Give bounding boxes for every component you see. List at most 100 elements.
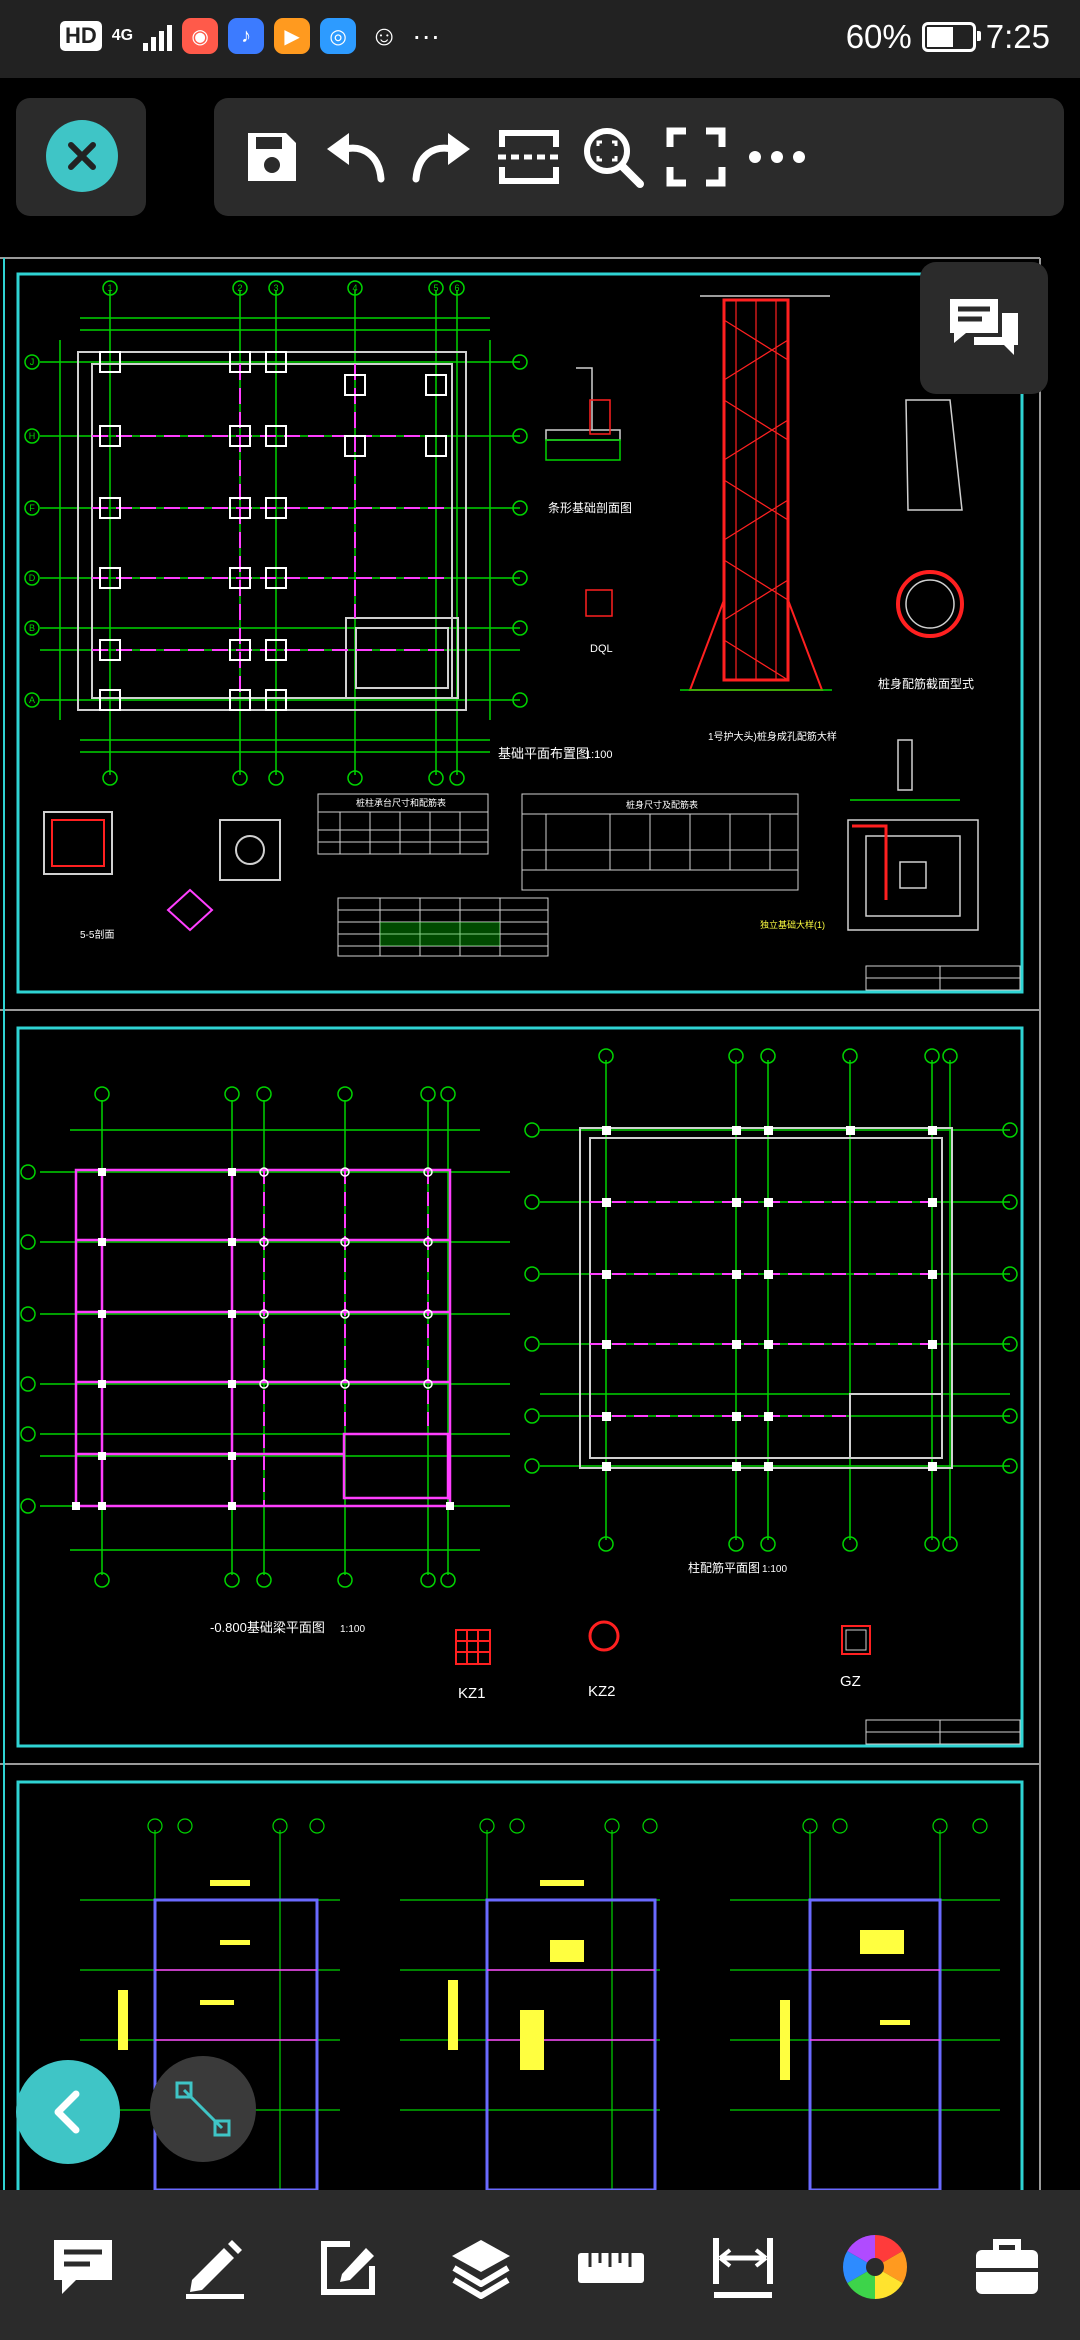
clock: 7:25 — [985, 18, 1050, 55]
status-right: 60% 7:25 — [846, 18, 1050, 56]
edit-tool-button[interactable] — [314, 2232, 384, 2302]
svg-text:J: J — [30, 357, 35, 367]
undo-button[interactable] — [322, 124, 388, 190]
column-plan — [524, 1048, 1018, 1552]
crop-area-icon — [498, 130, 560, 184]
browser-app-icon: ◎ — [320, 18, 357, 54]
edit-note-icon — [321, 2241, 375, 2295]
foundation-plan-title: 基础平面布置图 — [498, 746, 589, 761]
column-plan-title: 柱配筋平面图 — [688, 1560, 760, 1575]
top-toolbar — [214, 98, 1064, 216]
layers-icon — [452, 2240, 510, 2299]
pile-body-table — [521, 793, 799, 891]
svg-text:F: F — [29, 503, 35, 513]
pile-body-table-title: 桩身尺寸及配筋表 — [626, 799, 698, 810]
dimension-tool-button[interactable] — [708, 2232, 778, 2302]
measure-distance-button[interactable] — [150, 2056, 256, 2162]
layers-tool-button[interactable] — [446, 2232, 516, 2302]
fullscreen-icon — [666, 127, 726, 187]
comment-icon — [54, 2240, 112, 2294]
close-button[interactable] — [46, 120, 118, 192]
chevron-left-icon — [54, 2090, 80, 2134]
svg-text:5: 5 — [433, 283, 438, 293]
more-notifications-icon: ··· — [412, 20, 441, 51]
gz-detail — [841, 1625, 871, 1655]
pile-section-circle — [896, 570, 964, 638]
color-wheel-icon — [843, 2235, 907, 2299]
more-button[interactable] — [744, 124, 810, 190]
column-plan-scale: 1:100 — [762, 1564, 787, 1575]
video-app-icon: ▶ — [274, 18, 311, 54]
close-container — [16, 98, 146, 216]
cad-drawing: 123 456 JHF DBA 基础平面布置图 1:100 条形基础剖面图 DQ… — [0, 257, 1041, 2190]
section-5-5 — [43, 811, 281, 932]
music-app-icon: ♪ — [228, 18, 265, 54]
chat-bubbles-icon — [950, 299, 1018, 355]
battery-percent: 60% — [845, 18, 912, 55]
svg-text:3: 3 — [273, 283, 278, 293]
signal-icon — [143, 21, 173, 51]
measure-line-icon — [175, 2081, 231, 2137]
strip-section-title: 条形基础剖面图 — [548, 501, 632, 515]
status-bar: HD 4G ◉ ♪ ▶ ◎ ☺ ··· 60% 7:25 — [0, 0, 1080, 78]
cap-schedule-table — [337, 897, 549, 957]
pile-detail — [680, 295, 832, 691]
pen-tool-button[interactable] — [180, 2232, 250, 2302]
zoom-icon — [584, 128, 644, 188]
beam-plan-scale: 1:100 — [340, 1624, 365, 1635]
svg-text:A: A — [29, 695, 35, 705]
svg-text:6: 6 — [454, 283, 459, 293]
ruler-icon — [578, 2253, 644, 2283]
sheet3-plans — [80, 1818, 1000, 2190]
svg-text:2: 2 — [237, 283, 242, 293]
kz2-detail — [588, 1620, 620, 1652]
network-type: 4G — [111, 27, 134, 44]
save-icon — [248, 133, 296, 181]
pile-cap-table-title: 桩柱承台尺寸和配筋表 — [356, 797, 446, 808]
app-notification-icon: ◉ — [182, 18, 219, 54]
svg-text:4: 4 — [352, 283, 357, 293]
qq-app-icon: ☺ — [369, 20, 399, 51]
status-left: HD 4G ◉ ♪ ▶ ◎ ☺ ··· — [60, 18, 440, 54]
sheet1-frame — [16, 272, 1024, 994]
svg-text:B: B — [29, 623, 35, 633]
bottom-toolbar — [0, 2190, 1080, 2340]
beam-plan-title: -0.800基础梁平面图 — [210, 1620, 325, 1635]
close-icon — [68, 142, 96, 170]
comment-tool-button[interactable] — [48, 2232, 118, 2302]
more-dots-icon — [749, 151, 805, 163]
svg-text:1: 1 — [107, 283, 112, 293]
pile-section-title: 桩身配筋截面型式 — [878, 676, 974, 691]
isolated-footing-detail — [847, 739, 979, 931]
comment-panel-button[interactable] — [920, 262, 1048, 394]
foundation-plan-scale: 1:100 — [585, 749, 613, 761]
color-tool-button[interactable] — [840, 2232, 910, 2302]
briefcase-icon — [976, 2239, 1038, 2294]
sheet2-frame — [16, 1026, 1024, 1748]
battery-icon — [921, 22, 981, 52]
redo-button[interactable] — [409, 124, 475, 190]
kz1-detail — [455, 1629, 491, 1665]
footing-detail-title: 独立基础大样(1) — [760, 919, 825, 930]
collapse-tools-button[interactable] — [16, 2060, 120, 2164]
pen-icon — [186, 2240, 244, 2299]
fullscreen-button[interactable] — [663, 124, 729, 190]
svg-text:D: D — [29, 573, 36, 583]
dimension-icon — [713, 2238, 773, 2298]
kz2-label: KZ2 — [588, 1683, 616, 1700]
sheet3-frame — [16, 1780, 1024, 2190]
section-5-5-label: 5-5剖面 — [80, 928, 114, 941]
hd-badge: HD — [60, 21, 102, 51]
toolbox-button[interactable] — [972, 2232, 1042, 2302]
gz-label: GZ — [840, 1673, 861, 1690]
undo-icon — [327, 133, 385, 183]
zoom-button[interactable] — [580, 124, 646, 190]
crop-button[interactable] — [496, 124, 562, 190]
save-button[interactable] — [239, 124, 305, 190]
pile-detail-title: 1号护大头)桩身成孔配筋大样 — [708, 730, 837, 743]
kz1-label: KZ1 — [458, 1685, 486, 1702]
redo-icon — [412, 133, 470, 183]
ruler-tool-button[interactable] — [576, 2232, 646, 2302]
